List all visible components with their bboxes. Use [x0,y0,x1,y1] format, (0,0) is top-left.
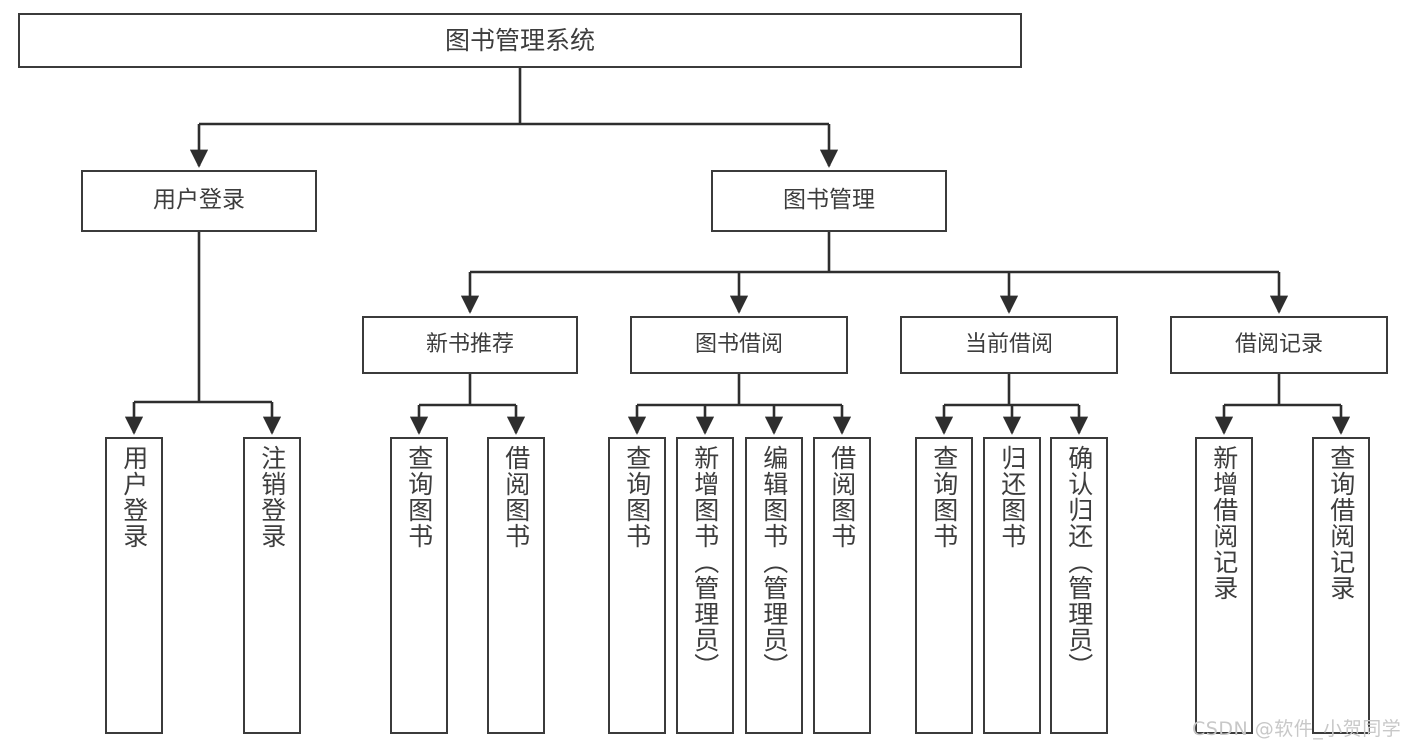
node-leaf-query-book-borrow[interactable]: 查询图书 [608,437,666,734]
node-level3-current-borrow-label: 当前借阅 [964,332,1053,358]
node-leaf-add-book-admin-label: 新增图书（管理员） [690,445,720,679]
node-level2-user-login[interactable]: 用户登录 [81,170,317,232]
node-root-label: 图书管理系统 [444,25,595,55]
node-level3-new-book-recommend-label: 新书推荐 [425,332,514,358]
node-leaf-edit-book-admin-label: 编辑图书（管理员） [759,445,789,679]
node-level2-book-management[interactable]: 图书管理 [711,170,947,232]
node-leaf-borrow-book-recommend-label: 借阅图书 [501,445,531,549]
node-leaf-query-book-recommend-label: 查询图书 [404,445,434,549]
node-level2-user-login-label: 用户登录 [153,187,245,214]
node-leaf-borrow-book-recommend[interactable]: 借阅图书 [487,437,545,734]
node-leaf-borrow-book-label: 借阅图书 [827,445,857,549]
node-leaf-query-book-current-label: 查询图书 [929,445,959,549]
node-leaf-logout[interactable]: 注销登录 [243,437,301,734]
node-root[interactable]: 图书管理系统 [18,13,1022,68]
csdn-watermark: CSDN @软件_小贺同学 [1192,718,1402,740]
node-leaf-borrow-book[interactable]: 借阅图书 [813,437,871,734]
node-leaf-return-book[interactable]: 归还图书 [983,437,1041,734]
node-leaf-query-borrow-record[interactable]: 查询借阅记录 [1312,437,1370,734]
node-leaf-user-login[interactable]: 用户登录 [105,437,163,734]
node-leaf-edit-book-admin[interactable]: 编辑图书（管理员） [745,437,803,734]
node-leaf-confirm-return-admin[interactable]: 确认归还（管理员） [1050,437,1108,734]
node-leaf-logout-label: 注销登录 [257,445,287,549]
node-leaf-return-book-label: 归还图书 [997,445,1027,549]
node-leaf-user-login-label: 用户登录 [119,445,149,549]
node-leaf-query-borrow-record-label: 查询借阅记录 [1326,445,1356,601]
node-leaf-add-borrow-record[interactable]: 新增借阅记录 [1195,437,1253,734]
node-level3-borrow-records[interactable]: 借阅记录 [1170,316,1388,374]
node-leaf-add-borrow-record-label: 新增借阅记录 [1209,445,1239,601]
node-level3-borrow-records-label: 借阅记录 [1234,332,1323,358]
node-level3-book-borrow[interactable]: 图书借阅 [630,316,848,374]
node-leaf-confirm-return-admin-label: 确认归还（管理员） [1064,445,1094,679]
node-leaf-query-book-recommend[interactable]: 查询图书 [390,437,448,734]
node-level3-new-book-recommend[interactable]: 新书推荐 [362,316,578,374]
node-level2-book-management-label: 图书管理 [783,187,875,214]
node-leaf-query-book-current[interactable]: 查询图书 [915,437,973,734]
node-leaf-add-book-admin[interactable]: 新增图书（管理员） [676,437,734,734]
node-level3-current-borrow[interactable]: 当前借阅 [900,316,1118,374]
node-leaf-query-book-borrow-label: 查询图书 [622,445,652,549]
node-level3-book-borrow-label: 图书借阅 [694,332,783,358]
